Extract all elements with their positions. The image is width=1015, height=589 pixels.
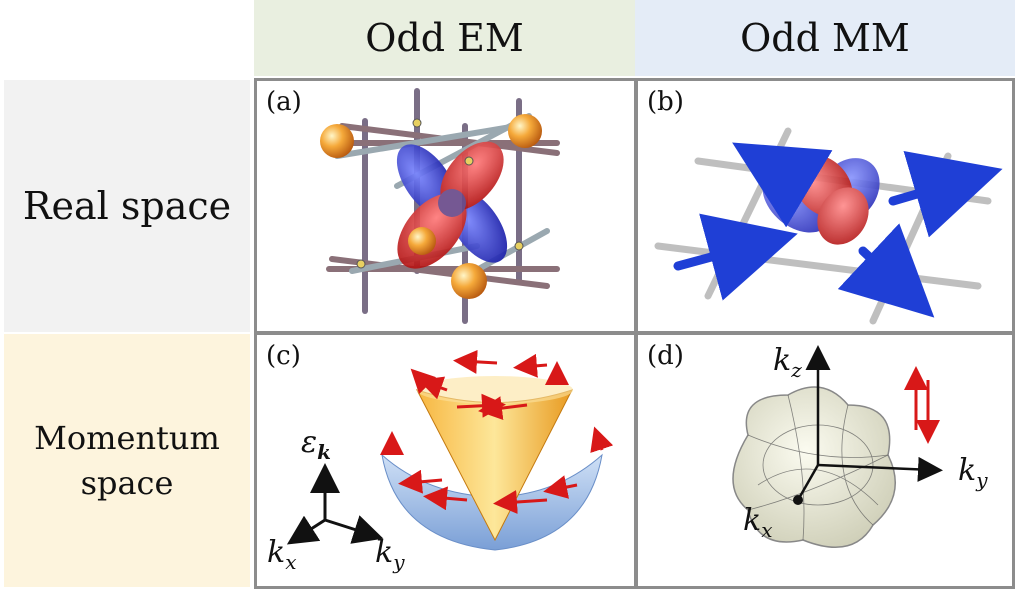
- kz-axis-label: kz: [773, 343, 802, 382]
- panel-c-momentum-space-odd-em: (c): [254, 332, 637, 589]
- column-header-odd-em: Odd EM: [254, 0, 635, 76]
- panel-d-label: (d): [647, 341, 684, 371]
- panel-b-real-space-odd-mm: (b): [635, 78, 1015, 334]
- lattice-orbital-illustration: [320, 88, 560, 324]
- panel-b-label: (b): [647, 87, 684, 117]
- row-header-momentum-space: Momentum space: [4, 334, 250, 587]
- row-header-momentum-line2: space: [80, 463, 174, 502]
- panel-c-label: (c): [266, 341, 301, 371]
- row-header-momentum-line1: Momentum: [34, 418, 220, 457]
- panel-a-real-space-odd-em: (a): [254, 78, 637, 334]
- spin-orbital-illustration: [654, 127, 1003, 325]
- energy-axis-label: εk: [301, 425, 331, 464]
- column-header-odd-mm: Odd MM: [635, 0, 1015, 76]
- ky-axis-label-c: ky: [375, 535, 405, 574]
- panel-a-label: (a): [266, 87, 302, 117]
- panel-d-momentum-space-odd-mm: (d): [635, 332, 1015, 589]
- fermi-surface-illustration: [732, 345, 943, 548]
- row-header-real-space: Real space: [4, 80, 250, 332]
- cone-band-illustration: [286, 349, 614, 551]
- kx-axis-label-c: kx: [267, 535, 297, 574]
- kx-axis-label-d: kx: [743, 503, 773, 542]
- ky-axis-label-d: ky: [958, 453, 988, 492]
